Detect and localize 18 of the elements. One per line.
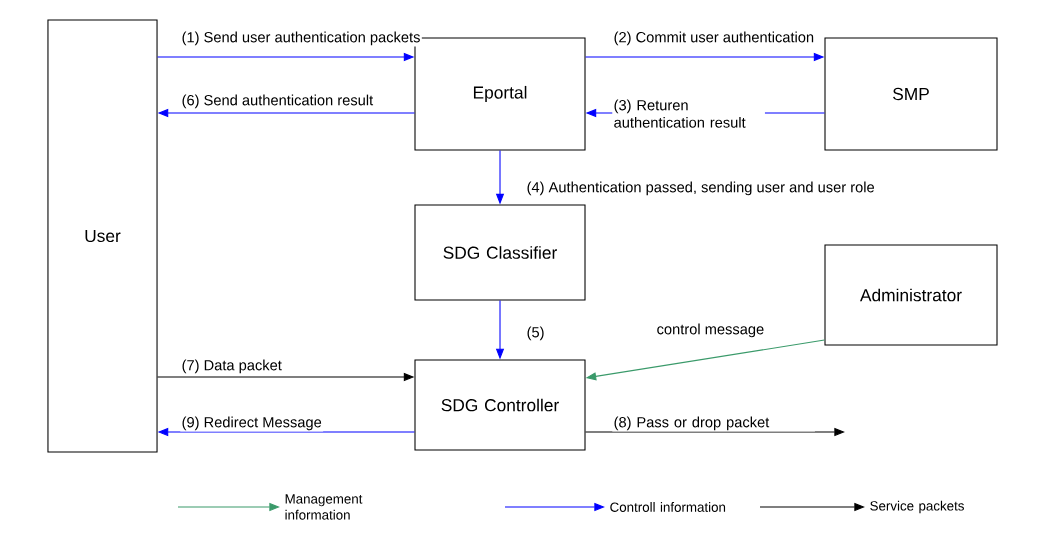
- edge-label: (4) Authentication passed, sending user and user role: [525, 180, 877, 197]
- box: User: [47, 19, 158, 453]
- edge-label: control message: [655, 322, 766, 339]
- edge-label: (6) Send authentication result: [180, 93, 375, 110]
- edge-label: (5): [525, 325, 546, 342]
- edge-label: (1) Send user authentication packets: [180, 30, 422, 47]
- legend-label: Service packets: [870, 500, 964, 514]
- edge-label: (2) Commit user authentication: [612, 30, 816, 47]
- box: SDG Controller: [414, 359, 586, 451]
- edge-label: (7) Data packet: [180, 358, 284, 375]
- box: SDG Classifier: [414, 204, 586, 301]
- box: Administrator: [824, 244, 998, 346]
- edge-label: (8) Pass or drop packet: [612, 415, 815, 432]
- edge-label: (9) Redirect Message: [180, 415, 324, 432]
- box: SMP: [824, 37, 998, 151]
- legend-label: Management information: [285, 494, 363, 520]
- legend-label: Controll information: [610, 502, 726, 512]
- edge-label: (3) Returen authentication result: [612, 98, 765, 130]
